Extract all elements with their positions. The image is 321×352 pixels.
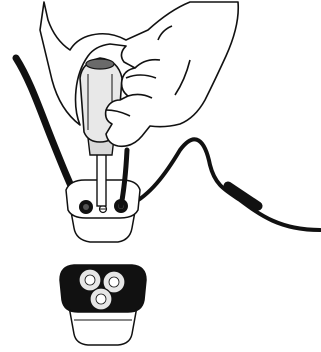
battery-pack [60,265,146,345]
hand [40,2,238,146]
